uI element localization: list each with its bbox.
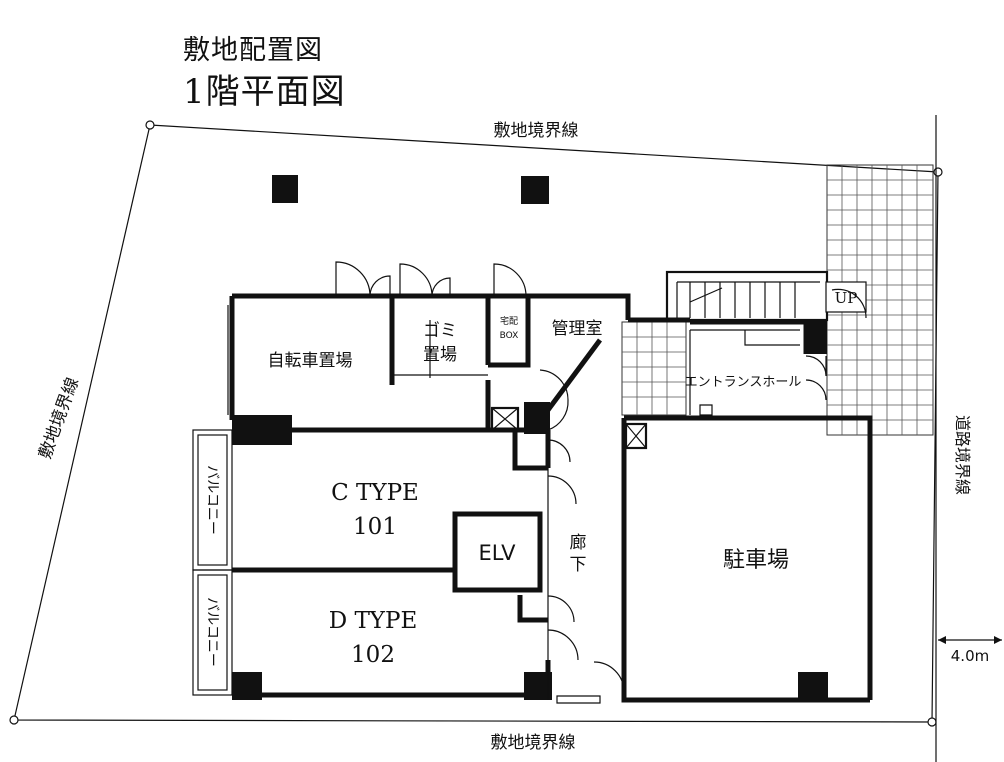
room-entrance-hall: エントランスホール [685, 375, 802, 390]
entry-stair [665, 270, 867, 322]
wall-column [524, 672, 552, 700]
boundary-corner-marker [933, 167, 943, 177]
road-width-label: 4.0m [951, 647, 989, 665]
paved-tile-area [621, 164, 934, 436]
boundary-label-top: 敷地境界線 [494, 121, 579, 141]
room-delivery-line1: 宅配 [500, 315, 518, 327]
site-boundary [13, 124, 939, 723]
doors [335, 261, 867, 704]
boundary-label-bottom: 敷地境界線 [491, 733, 576, 753]
boundary-corner-marker [927, 717, 937, 727]
room-management: 管理室 [552, 319, 603, 339]
shaft-mark [490, 406, 520, 432]
drawing-subtitle: 1階平面図 [183, 72, 346, 112]
wall-column [798, 672, 828, 700]
room-corridor-line2: 下 [570, 555, 587, 575]
boundary-corner-marker [145, 120, 155, 130]
room-corridor-line1: 廊 [570, 533, 587, 553]
wall-column [232, 415, 292, 445]
wall-column [807, 322, 827, 354]
drawing-title: 敷地配置図 [183, 35, 323, 66]
column [521, 176, 549, 204]
room-bicycle-parking: 自転車置場 [268, 351, 353, 371]
room-garbage-line1: ゴミ [423, 320, 457, 341]
room-parking: 駐車場 [723, 548, 789, 573]
balcony-d [192, 569, 233, 696]
unit-c-number: 101 [353, 514, 397, 540]
unit-d-number: 102 [351, 642, 395, 668]
balcony-label-c: バルコニー [204, 465, 220, 535]
shaft-mark [624, 422, 648, 450]
wall-column [524, 402, 550, 434]
road-width-dimension [938, 636, 1002, 644]
room-garbage-line2: 置場 [423, 345, 457, 365]
column [272, 175, 298, 203]
interior-lines [227, 305, 871, 700]
balcony-label-d: バルコニー [204, 597, 220, 667]
wall-column [232, 672, 262, 700]
room-delivery-line2: BOX [500, 331, 519, 341]
room-elevator: ELV [478, 541, 516, 565]
unit-d-type: D TYPE [329, 608, 418, 634]
boundary-corner-marker [9, 715, 19, 725]
unit-c-type: C TYPE [331, 480, 419, 506]
boundary-label-right: 道路境界線 [953, 415, 972, 495]
up-label: UP [835, 289, 858, 307]
